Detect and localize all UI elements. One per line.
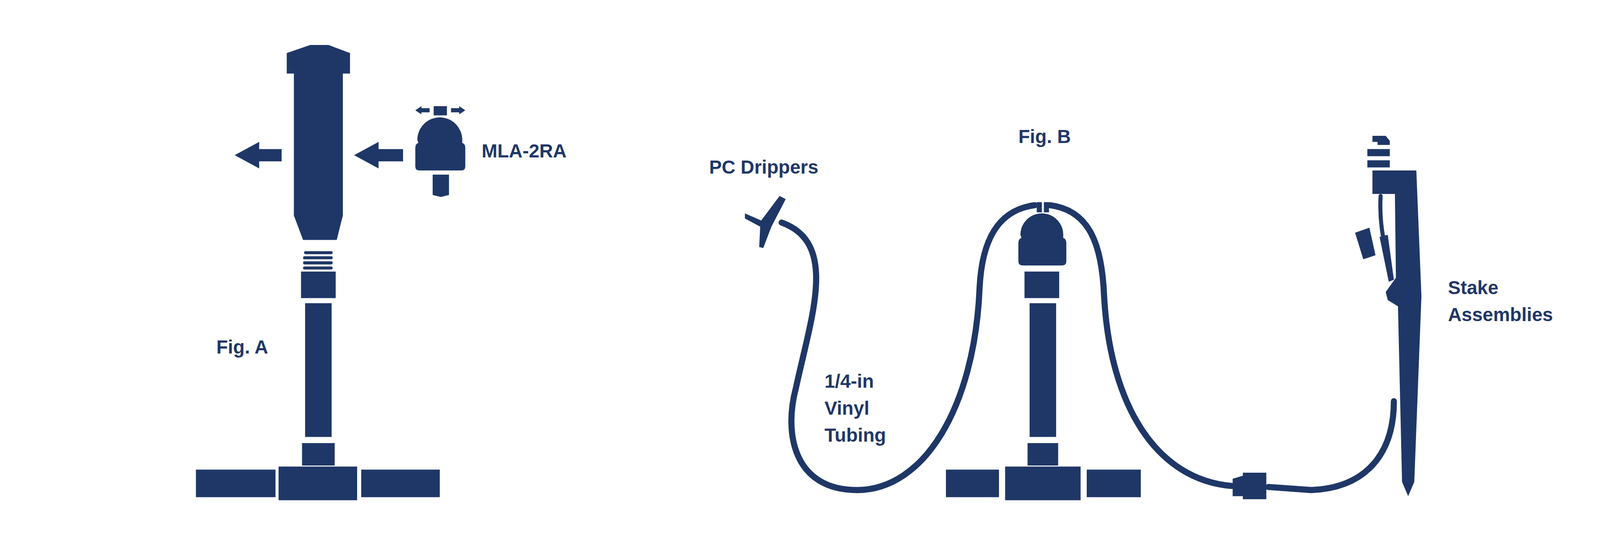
tee-stub	[301, 443, 335, 466]
riser-pipe	[1029, 303, 1057, 437]
direction-arrow	[354, 142, 404, 169]
riser-coupling	[1024, 271, 1060, 299]
adapter-arrow	[415, 106, 430, 115]
tubing-fitting	[1232, 472, 1267, 500]
vinyl-tubing	[1049, 205, 1232, 486]
adapter-stem	[432, 174, 449, 198]
vinyl-tubing	[781, 205, 1036, 490]
sprinkler-cap	[286, 44, 350, 74]
part-name: 1/4-in Vinyl Tubing	[824, 367, 906, 449]
part-name: PC Drippers	[709, 153, 819, 181]
vinyl-tubing	[1268, 401, 1394, 490]
figure-label: Fig. B	[1018, 123, 1072, 151]
adapter-dome	[415, 117, 466, 171]
adapter-nipple	[1036, 201, 1042, 213]
tee-stub	[1027, 443, 1058, 466]
lateral-pipe	[945, 469, 1000, 498]
stake-nozzle	[1372, 135, 1390, 145]
lateral-pipe	[1086, 469, 1141, 498]
lateral-pipe	[196, 469, 276, 498]
thread-line	[304, 250, 333, 255]
thread-line	[303, 266, 333, 270]
part-name: Stake Assemblies	[1447, 274, 1570, 329]
adapter-top	[433, 106, 447, 116]
tee-body	[278, 466, 358, 501]
stake-valve	[1355, 227, 1376, 260]
riser-pipe	[304, 303, 332, 437]
thread-line	[303, 261, 333, 265]
part-number: MLA-2RA	[481, 137, 567, 165]
adapter-arrow	[451, 106, 466, 115]
sprinkler-body	[293, 71, 343, 217]
stake-valve	[1379, 234, 1394, 282]
thread-line	[303, 256, 333, 260]
figure-label: Fig. A	[216, 333, 269, 361]
sprinkler-base	[293, 215, 343, 240]
lateral-pipe	[361, 469, 440, 498]
riser-coupling	[300, 271, 336, 299]
adapter-dome	[1018, 213, 1067, 266]
tee-body	[1004, 466, 1081, 501]
direction-arrow	[234, 142, 282, 169]
stake-nozzle	[1367, 160, 1390, 168]
stake-nozzle	[1367, 148, 1390, 157]
stake-tube	[1380, 196, 1384, 241]
stake-spike	[1372, 170, 1422, 497]
